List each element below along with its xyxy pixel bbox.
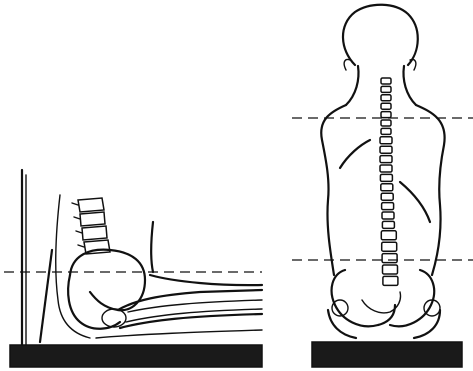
- vertebra: [381, 120, 391, 126]
- vertebra: [383, 276, 398, 285]
- vertebra: [382, 242, 397, 251]
- spinal-column: [380, 78, 398, 285]
- chair-back-post: [22, 170, 26, 345]
- vertebra: [381, 184, 393, 191]
- right-scapula: [400, 182, 430, 222]
- vertebra: [381, 103, 391, 109]
- vertebra: [381, 95, 391, 101]
- vertebra: [381, 193, 393, 200]
- vertebra: [382, 254, 397, 263]
- lumbar-vertebrae: [72, 198, 110, 254]
- vertebra: [382, 221, 394, 228]
- side-seat: [10, 345, 262, 367]
- vertebra: [380, 137, 392, 144]
- back-view-panel: [292, 5, 473, 367]
- vertebra: [382, 203, 394, 210]
- vertebra: [383, 265, 398, 274]
- vertebra: [381, 86, 391, 92]
- vertebra: [381, 78, 391, 84]
- back-contour: [40, 250, 52, 342]
- left-scapula: [340, 140, 370, 168]
- vertebra: [380, 156, 392, 163]
- vertebra: [381, 128, 391, 134]
- vertebra: [381, 231, 396, 240]
- thigh: [96, 275, 262, 338]
- back-seat: [312, 342, 462, 367]
- vertebra: [381, 112, 391, 118]
- vertebra: [380, 165, 392, 172]
- side-pelvis: [68, 250, 145, 329]
- vertebra: [380, 174, 392, 181]
- vertebra: [380, 146, 392, 153]
- side-view-panel: [4, 170, 262, 367]
- torso-outline: [321, 105, 346, 275]
- head: [343, 5, 418, 65]
- vertebra: [382, 212, 394, 219]
